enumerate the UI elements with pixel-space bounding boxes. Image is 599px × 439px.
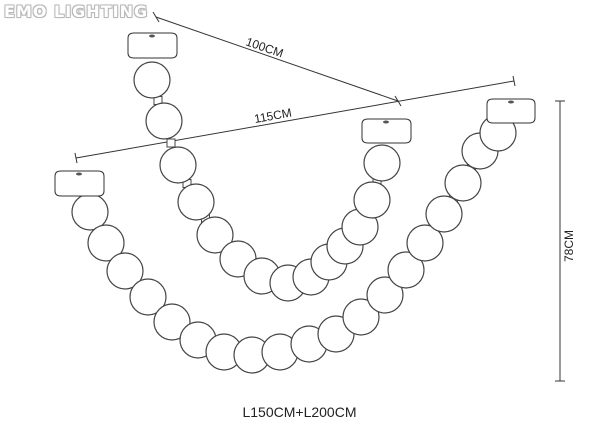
dimension-top-label: 100CM — [244, 35, 285, 61]
inner-chain-bead — [145, 102, 183, 140]
outer-chain-bead — [444, 164, 482, 202]
outer-chain-bead — [106, 252, 144, 290]
dimension-outer-label: 115CM — [253, 106, 293, 126]
canopy-inner-right — [361, 118, 412, 144]
inner-chain-bead — [353, 181, 391, 219]
outer-chain-bead — [153, 303, 191, 341]
inner-chain-bead — [177, 183, 215, 221]
outer-chain-bead — [366, 276, 404, 314]
canopy-outer-left — [54, 170, 105, 197]
outer-chain-bead — [425, 195, 463, 233]
inner-chain-connector — [166, 138, 176, 148]
inner-chain-bead — [196, 216, 234, 254]
outer-chain-bead — [342, 298, 380, 336]
dimension-height: 78CM — [555, 100, 576, 382]
lengths-caption: L150CM+L200CM — [242, 404, 357, 420]
brand-watermark: EMO LIGHTING — [4, 2, 149, 21]
canopy-inner-left — [127, 32, 178, 59]
inner-bead-chain — [133, 61, 401, 302]
outer-bead-chain — [71, 114, 517, 374]
outer-chain-bead — [387, 251, 425, 289]
dimension-height-label: 78CM — [562, 230, 576, 262]
outer-chain-bead — [129, 278, 167, 316]
inner-chain-bead — [133, 61, 171, 99]
outer-chain-bead — [71, 193, 109, 231]
dimension-top-width: 100CM — [152, 11, 402, 107]
inner-chain-bead — [363, 144, 401, 182]
canopy-outer-right — [486, 98, 536, 124]
inner-chain-bead — [159, 146, 197, 184]
outer-chain-bead — [406, 224, 444, 262]
outer-chain-bead — [87, 224, 125, 262]
dimension-outer-width: 115CM — [74, 75, 516, 164]
